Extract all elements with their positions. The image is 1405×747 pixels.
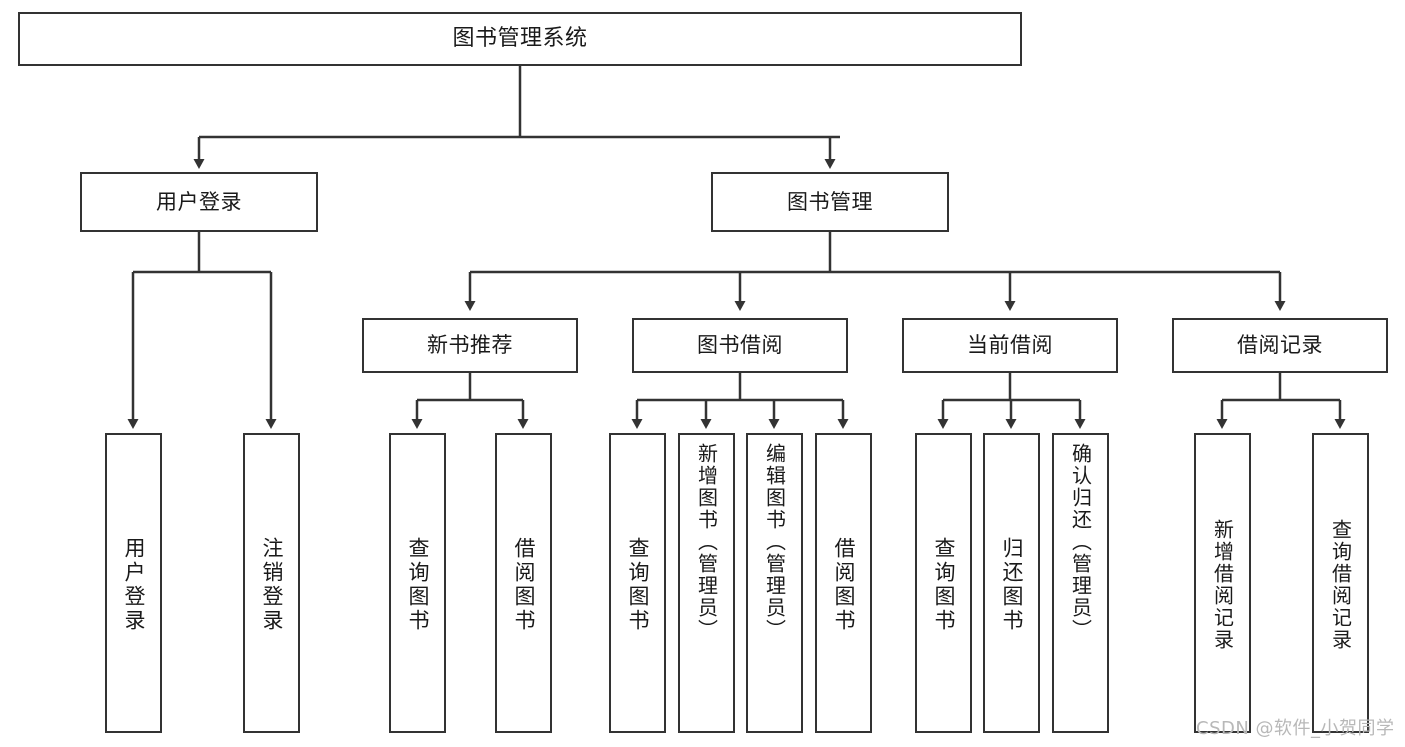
- leaf-query-borrow-record[interactable]: 查询借阅记录: [1312, 433, 1369, 733]
- node-current-borrow[interactable]: 当前借阅: [902, 318, 1118, 373]
- node-label: 查询图书: [932, 537, 956, 633]
- node-label: 新增图书（管理员）: [694, 443, 719, 641]
- leaf-return-book[interactable]: 归还图书: [983, 433, 1040, 733]
- leaf-logout[interactable]: 注销登录: [243, 433, 300, 733]
- leaf-query-book-current[interactable]: 查询图书: [915, 433, 972, 733]
- node-label: 查询借阅记录: [1328, 519, 1353, 651]
- node-borrow-record[interactable]: 借阅记录: [1172, 318, 1388, 373]
- node-label: 查询图书: [406, 537, 430, 633]
- node-label: 用户登录: [156, 189, 242, 214]
- node-label: 注销登录: [260, 537, 284, 633]
- node-label: 编辑图书（管理员）: [762, 443, 787, 641]
- node-label: 用户登录: [122, 537, 146, 633]
- leaf-user-login[interactable]: 用户登录: [105, 433, 162, 733]
- node-book-management[interactable]: 图书管理: [711, 172, 949, 232]
- node-root-system[interactable]: 图书管理系统: [18, 12, 1022, 66]
- leaf-add-borrow-record[interactable]: 新增借阅记录: [1194, 433, 1251, 733]
- node-label: 查询图书: [626, 537, 650, 633]
- leaf-add-book-admin[interactable]: 新增图书（管理员）: [678, 433, 735, 733]
- node-label: 确认归还（管理员）: [1068, 443, 1093, 641]
- node-new-book-recommend[interactable]: 新书推荐: [362, 318, 578, 373]
- node-user-login[interactable]: 用户登录: [80, 172, 318, 232]
- node-label: 新增借阅记录: [1210, 519, 1235, 651]
- node-label: 借阅图书: [832, 537, 856, 633]
- leaf-borrow-book[interactable]: 借阅图书: [815, 433, 872, 733]
- leaf-edit-book-admin[interactable]: 编辑图书（管理员）: [746, 433, 803, 733]
- node-label: 归还图书: [1000, 537, 1024, 633]
- leaf-borrow-book-recommend[interactable]: 借阅图书: [495, 433, 552, 733]
- node-label: 借阅记录: [1237, 333, 1323, 358]
- node-label: 图书借阅: [697, 333, 783, 358]
- leaf-confirm-return-admin[interactable]: 确认归还（管理员）: [1052, 433, 1109, 733]
- node-label: 当前借阅: [967, 333, 1053, 358]
- node-book-borrow[interactable]: 图书借阅: [632, 318, 848, 373]
- node-label: 借阅图书: [512, 537, 536, 633]
- node-label: 图书管理系统: [452, 26, 588, 52]
- node-label: 新书推荐: [427, 333, 513, 358]
- leaf-query-book-recommend[interactable]: 查询图书: [389, 433, 446, 733]
- leaf-query-book-borrow[interactable]: 查询图书: [609, 433, 666, 733]
- csdn-watermark: CSDN @软件_小贺同学: [1196, 718, 1395, 739]
- node-label: 图书管理: [787, 189, 873, 214]
